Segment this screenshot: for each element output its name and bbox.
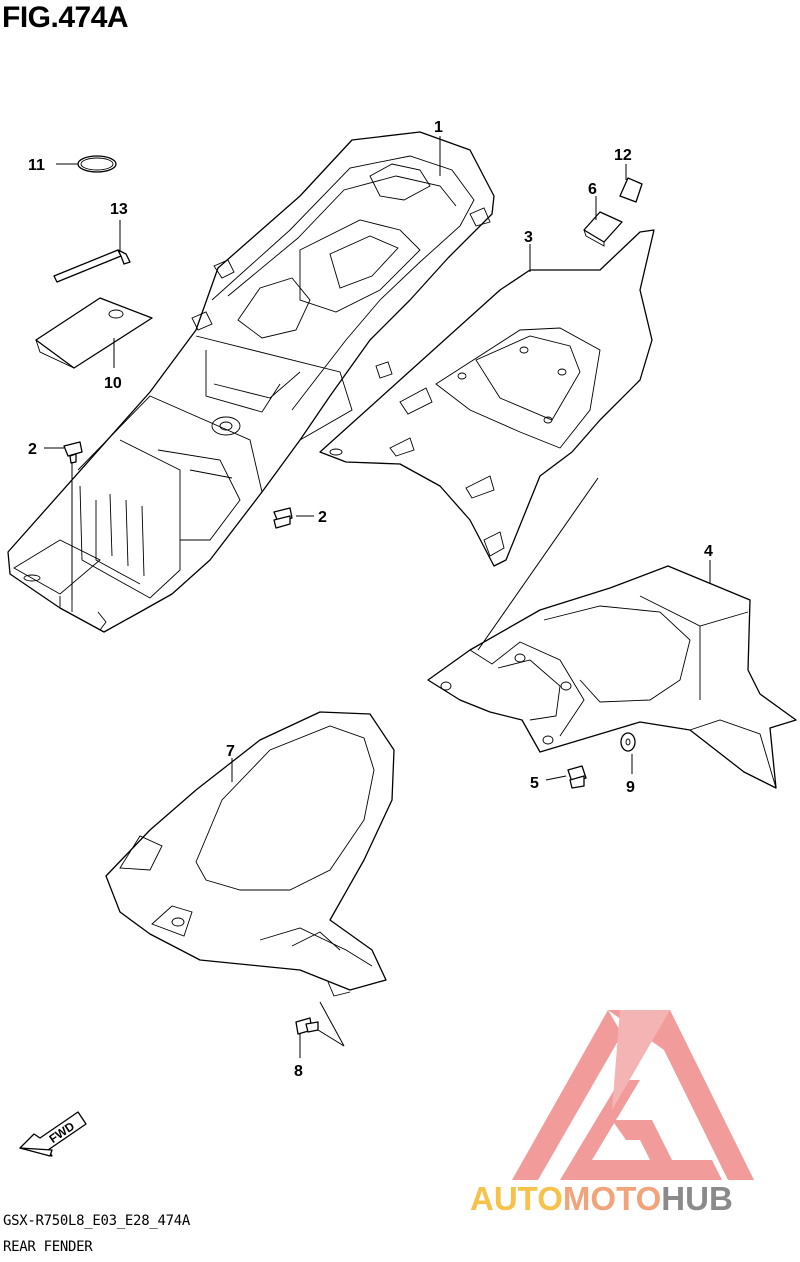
callout-10: 10 <box>104 375 122 392</box>
callout-2: 2 <box>318 509 327 526</box>
callout-2: 2 <box>28 441 37 458</box>
part-7-hugger <box>105 711 395 997</box>
part-1-rear-fender-main <box>7 131 495 633</box>
part-9-washer <box>620 732 636 752</box>
callout-4: 4 <box>704 543 713 560</box>
part-6-pad <box>583 211 623 247</box>
callout-6: 6 <box>588 181 597 198</box>
part-2-screw-a <box>63 441 83 464</box>
part-12-pad <box>619 177 643 203</box>
callout-11: 11 <box>28 157 45 174</box>
callout-13: 13 <box>110 201 128 218</box>
automotohub-watermark-text: AUTOMOTOHUB <box>470 1180 733 1217</box>
callout-5: 5 <box>530 775 539 792</box>
callout-labels: 1 2 2 3 4 5 6 7 8 9 10 11 12 13 <box>28 119 713 1080</box>
callout-12: 12 <box>614 147 632 164</box>
svg-text:AUTOMOTOHUB: AUTOMOTOHUB <box>470 1180 733 1217</box>
figure-code: GSX-R750L8_E03_E28_474A <box>3 1213 190 1229</box>
part-8-screw <box>295 1017 319 1035</box>
leader-lines <box>44 136 711 1058</box>
callout-3: 3 <box>524 229 533 246</box>
callout-8: 8 <box>294 1063 303 1080</box>
part-5-screw <box>567 765 587 789</box>
figure-title: FIG.474A <box>2 1 129 34</box>
part-10-pad <box>35 297 153 369</box>
part-3-inner-fender <box>319 229 655 567</box>
callout-7: 7 <box>226 743 235 760</box>
figure-name: REAR FENDER <box>3 1239 93 1255</box>
forward-direction-arrow: FWD <box>19 1111 87 1157</box>
automotohub-watermark-logo <box>512 1010 754 1180</box>
callout-9: 9 <box>626 779 635 796</box>
part-2-screw-b <box>273 507 293 529</box>
part-13-hex-wrench <box>53 249 131 283</box>
part-4-fender-bracket <box>427 565 797 789</box>
callout-1: 1 <box>434 119 443 136</box>
part-11-o-ring <box>77 155 117 173</box>
